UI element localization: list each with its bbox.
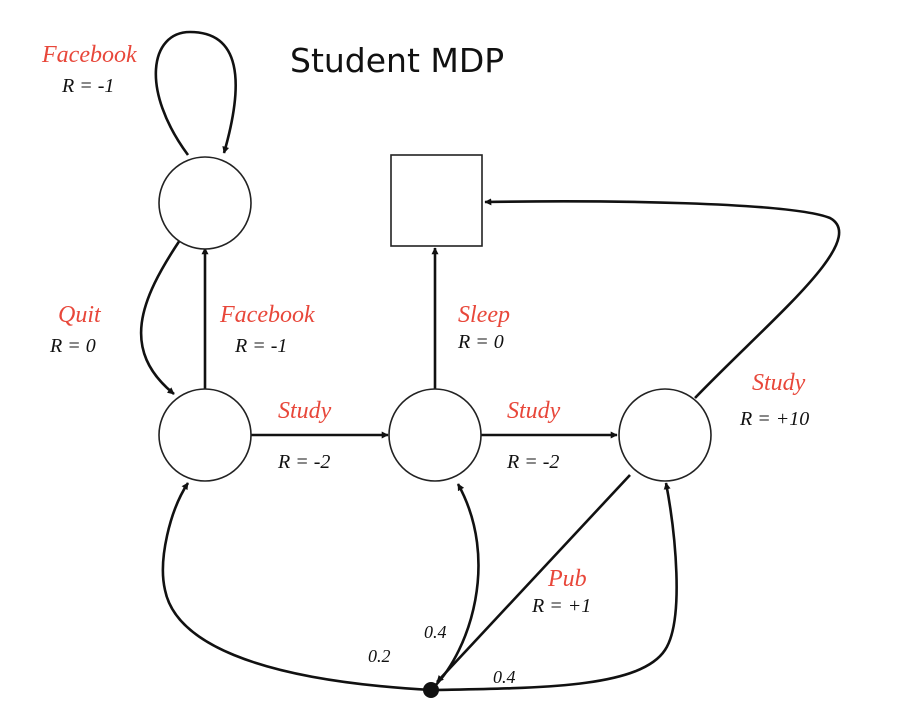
edge-facebook-loop [154, 30, 237, 156]
state-class3 [618, 388, 712, 482]
edge-study-3 [484, 198, 841, 399]
state-facebook [158, 156, 252, 250]
state-class2 [388, 388, 482, 482]
reward-label-study-2: R = -2 [506, 451, 559, 473]
reward-label-study-3: R = +10 [739, 408, 809, 430]
action-label-quit: Quit [58, 302, 102, 328]
probability-label-class3: 0.4 [493, 667, 516, 687]
edge-quit [139, 239, 182, 396]
action-label-study-3: Study [752, 370, 806, 396]
state-sleep-terminal [390, 154, 483, 247]
probability-label-class1: 0.2 [368, 646, 391, 666]
reward-label-quit: R = 0 [49, 335, 96, 357]
reward-label-sleep: R = 0 [457, 331, 504, 353]
chance-node-pub [423, 682, 439, 698]
reward-label-facebook: R = -1 [234, 335, 287, 357]
action-label-study-2: Study [507, 398, 561, 424]
edge-prob-class1 [161, 482, 432, 692]
probability-label-class2: 0.4 [424, 622, 447, 642]
edge-prob-class2 [433, 483, 480, 688]
edge-prob-class3 [436, 482, 678, 692]
action-label-facebook-loop: Facebook [41, 42, 137, 68]
state-class1 [158, 388, 252, 482]
action-label-sleep: Sleep [458, 302, 510, 328]
reward-label-facebook-loop: R = -1 [61, 75, 114, 97]
reward-label-pub: R = +1 [531, 595, 591, 617]
action-label-study-1: Study [278, 398, 332, 424]
action-label-facebook: Facebook [219, 302, 315, 328]
edge-pub [436, 474, 631, 683]
action-label-pub: Pub [547, 566, 587, 592]
diagram-title: Student MDP [290, 41, 504, 80]
reward-label-study-1: R = -2 [277, 451, 330, 473]
